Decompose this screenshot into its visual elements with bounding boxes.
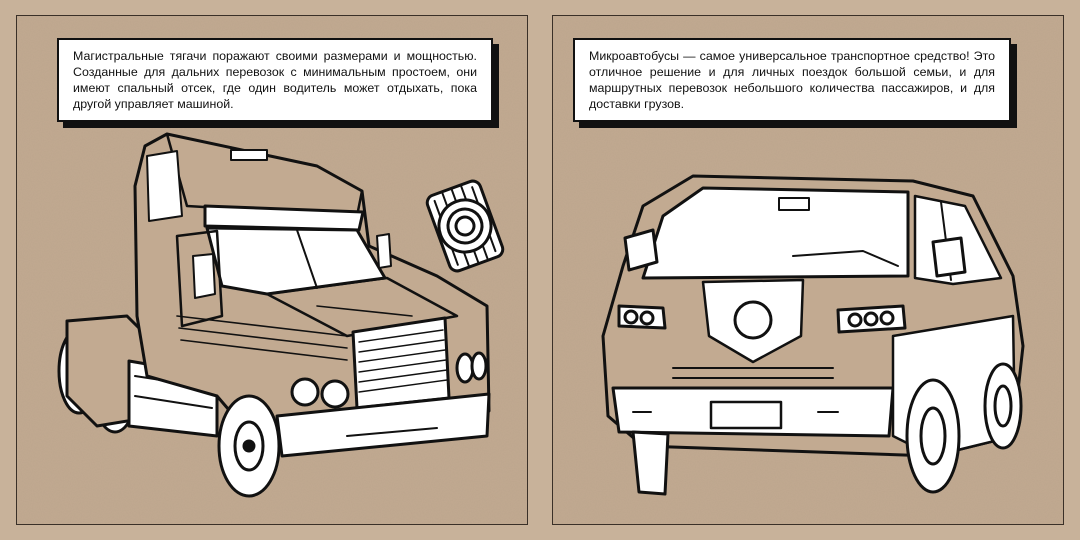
truck-front-wheel [217, 394, 281, 498]
semi-truck-illustration [57, 132, 505, 498]
minibus-windshield [641, 186, 910, 280]
left-page-panel: Магистральные тягачи поражают своими раз… [16, 15, 528, 525]
truck-headlights [290, 351, 488, 409]
caption-text-right: Микроавтобусы — самое универсальное тран… [573, 38, 1011, 122]
caption-box-left: Магистральные тягачи поражают своими раз… [57, 38, 499, 128]
wheel-sticker [425, 179, 505, 273]
minibus-headlights [617, 304, 907, 334]
minibus-wheels [631, 362, 1023, 496]
caption-box-right: Микроавтобусы — самое универсальное тран… [573, 38, 1017, 128]
caption-text-left: Магистральные тягачи поражают своими раз… [57, 38, 493, 122]
minibus-illustration [601, 174, 1025, 496]
right-page-panel: Микроавтобусы — самое универсальное тран… [552, 15, 1064, 525]
